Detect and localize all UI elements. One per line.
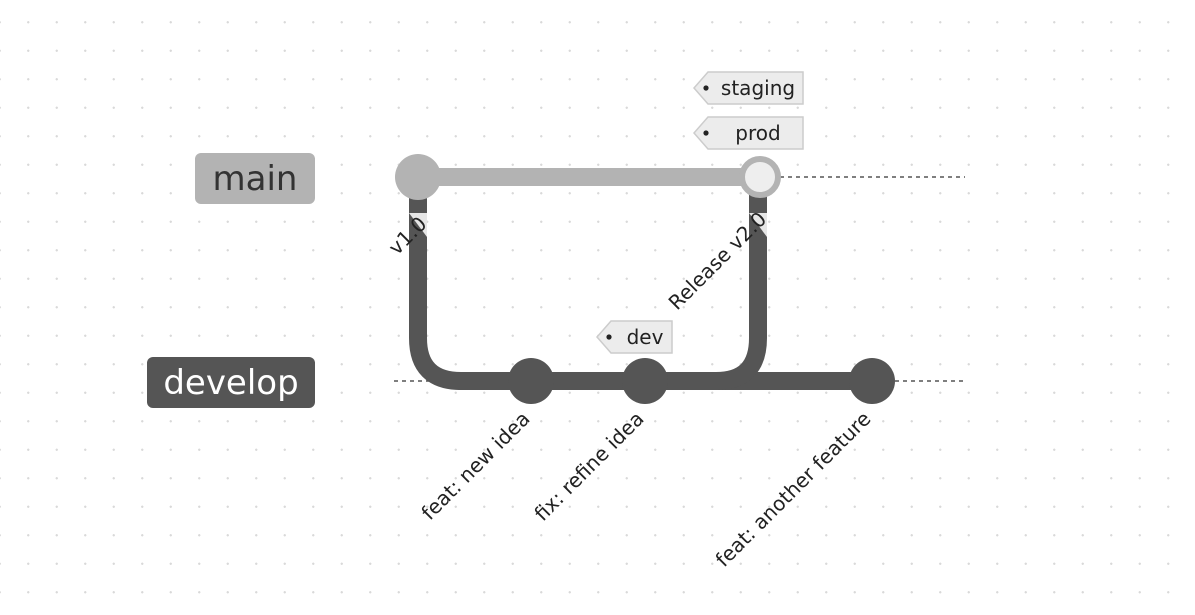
branch-label-develop[interactable]: develop: [147, 357, 315, 408]
tag-staging[interactable]: staging: [693, 71, 804, 105]
tag-dev-label: dev: [627, 325, 664, 349]
branch-label-main-text: main: [213, 159, 298, 199]
branch-out-connector: [409, 177, 462, 390]
tag-dev-hole: [606, 334, 612, 340]
tag-prod-hole: [703, 130, 709, 136]
branch-out-label-flag: [409, 213, 427, 237]
commit-node-another-feature[interactable]: [849, 358, 895, 404]
branch-label-main-box: [195, 153, 315, 204]
tag-dev-shape: [596, 320, 673, 354]
commit-message-refine-idea: fix: refine idea: [529, 407, 648, 526]
commit-message-new-idea: feat: new idea: [416, 407, 534, 525]
tag-prod-shape: [693, 116, 804, 150]
branch-label-main[interactable]: main: [195, 153, 315, 204]
commit-node-refine-idea[interactable]: [622, 358, 668, 404]
merge-label-flag: [749, 213, 767, 237]
commit-message-another-feature: feat: another feature: [711, 407, 876, 572]
merge-connector: [700, 190, 767, 390]
merge-commit-node[interactable]: [739, 156, 781, 198]
tag-staging-hole: [703, 85, 709, 91]
tag-prod-label: prod: [735, 121, 780, 145]
branch-label-develop-box: [147, 357, 315, 408]
tag-dev[interactable]: dev: [596, 320, 673, 354]
commit-node-new-idea[interactable]: [508, 358, 554, 404]
tag-staging-label: staging: [721, 76, 795, 100]
tag-prod[interactable]: prod: [693, 116, 804, 150]
commit-node-main-1[interactable]: [395, 154, 441, 200]
branch-label-develop-text: develop: [163, 363, 298, 403]
tag-staging-shape: [693, 71, 804, 105]
